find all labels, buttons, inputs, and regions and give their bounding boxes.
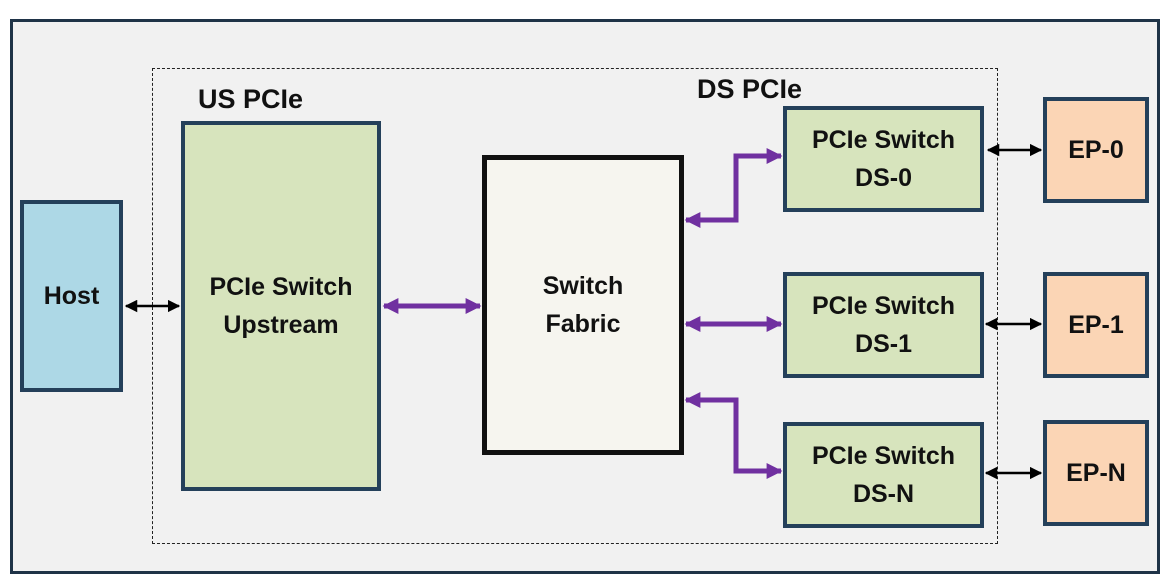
- ds-switch-0-block: PCIe Switch DS-0: [783, 106, 984, 212]
- us-pcie-label: US PCIe: [198, 84, 304, 114]
- upstream-line2: Upstream: [223, 311, 339, 339]
- host-block: Host: [20, 200, 123, 392]
- ds-pcie-label: DS PCIe: [697, 74, 803, 104]
- switch-fabric-block: Switch Fabric: [482, 155, 684, 455]
- endpoint-1-block: EP-1: [1043, 272, 1149, 378]
- ds-switch-n-line1: PCIe Switch: [811, 442, 956, 470]
- ds-switch-n-block: PCIe Switch DS-N: [783, 422, 984, 528]
- ds-switch-1-line1: PCIe Switch: [811, 292, 956, 320]
- upstream-line1: PCIe Switch: [209, 273, 353, 301]
- fabric-dsn-link: [684, 391, 783, 480]
- endpoint-0-block: EP-0: [1043, 97, 1149, 203]
- fabric-ds0-link: [684, 147, 783, 229]
- ds-switch-1-line2: DS-1: [855, 330, 912, 358]
- ds-switch-1-block: PCIe Switch DS-1: [783, 272, 984, 378]
- endpoint-1-label: EP-1: [1068, 311, 1124, 339]
- host-label: Host: [43, 282, 100, 310]
- ds-switch-0-line1: PCIe Switch: [811, 126, 956, 154]
- ds-switch-n-line2: DS-N: [852, 480, 915, 508]
- upstream-switch-block: PCIe Switch Upstream: [181, 121, 381, 491]
- fabric-line1: Switch: [542, 272, 624, 300]
- fabric-line2: Fabric: [545, 310, 621, 338]
- endpoint-0-label: EP-0: [1068, 136, 1124, 164]
- endpoint-n-block: EP-N: [1043, 420, 1149, 526]
- endpoint-n-label: EP-N: [1066, 459, 1126, 487]
- ds-switch-0-line2: DS-0: [855, 164, 912, 192]
